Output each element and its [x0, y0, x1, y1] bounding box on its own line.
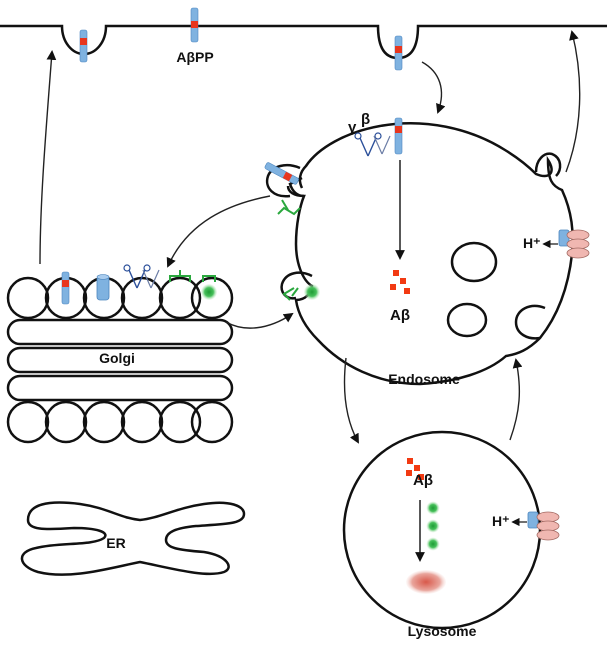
golgi-label: Golgi: [99, 350, 135, 366]
golgi-cylinder-protein: [96, 274, 110, 301]
endosome-bottom-cargo: [282, 284, 320, 301]
bace-sorting-receptor-icon: [169, 270, 191, 282]
endosome-bud-top-left: [265, 164, 301, 198]
proton-endosome-label: H⁺: [523, 235, 541, 251]
golgi-cisterna-1: [6, 318, 234, 346]
appp-pit-right: [394, 35, 403, 71]
plasma-membrane: [0, 24, 607, 60]
endoplasmic-reticulum: [20, 501, 246, 576]
scissors-icon: [123, 264, 160, 289]
golgi-apparatus: [6, 276, 234, 444]
proton-pump-icon: [558, 229, 590, 259]
abeta-lysosome-label: Aβ: [413, 472, 433, 489]
golgi-green-cargo: [201, 275, 217, 300]
appp-label: AβPP: [176, 49, 213, 65]
endosome-bud-receptor: [277, 199, 301, 216]
endosome-bud-appp: [264, 162, 299, 185]
proton-lysosome-label: H⁺: [492, 513, 510, 529]
golgi-appp: [61, 271, 70, 305]
lysosome-green-cargo: [426, 501, 440, 551]
abeta-dots-endosome: [390, 270, 410, 294]
endosome-label: Endosome: [388, 371, 460, 387]
trafficking-arrows: [39, 30, 581, 444]
golgi-bottom-vesicles: [6, 400, 234, 444]
golgi-cisterna-2: [6, 346, 234, 374]
appp-membrane-protein: [190, 7, 199, 43]
golgi-cisterna-3: [6, 374, 234, 402]
appp-pit-left: [79, 29, 88, 63]
beta-label: β: [361, 111, 370, 128]
lysosome-proton-pump-icon: [527, 511, 560, 541]
abeta-dots-lysosome: [406, 458, 424, 480]
lysosome-label: Lysosome: [408, 623, 477, 639]
abeta-endosome-label: Aβ: [390, 307, 410, 324]
gamma-label: γ: [348, 119, 357, 136]
endosome-appp: [394, 117, 403, 155]
endosome-intralumenal-vesicles: [446, 241, 546, 340]
er-label: ER: [106, 535, 125, 551]
abeta-aggregate-icon: [406, 570, 446, 594]
endosome-scissors-icon: [354, 132, 391, 157]
golgi-top-vesicles: [6, 276, 234, 320]
endosome-bud-right: [534, 152, 562, 177]
lysosome: [342, 430, 542, 630]
endosome: [286, 122, 574, 386]
